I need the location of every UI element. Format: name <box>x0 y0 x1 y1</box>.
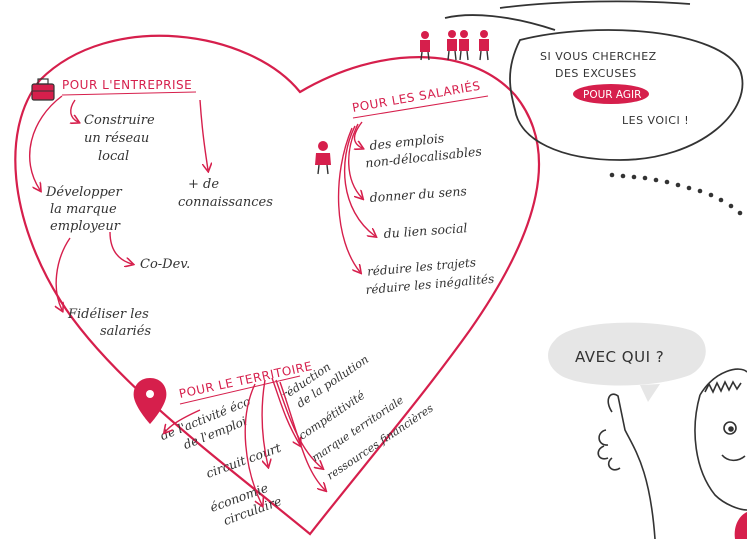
territoire-left-item-2: circuit court <box>204 440 284 481</box>
entreprise-item-1: Construire un réseau local <box>84 113 159 164</box>
bubble-top-line2: DES EXCUSES <box>555 67 637 80</box>
bubble-top-line1: SI VOUS CHERCHEZ <box>540 50 657 63</box>
salaries-item-4: réduire les trajets réduire les inégalit… <box>364 254 495 297</box>
briefcase-icon <box>31 78 55 101</box>
bubble-top-line4: LES VOICI ! <box>622 114 689 127</box>
entreprise-arrows <box>28 95 208 310</box>
entreprise-title: POUR L'ENTREPRISE <box>62 78 192 92</box>
people-group-icon <box>420 30 489 61</box>
salaries-underline <box>352 95 489 119</box>
entreprise-item-5: Fidéliser les salariés <box>67 307 153 339</box>
highlight-pill <box>573 84 649 104</box>
entreprise-item-3: + de connaissances <box>178 177 273 210</box>
salaries-title: POUR LES SALARIÉS <box>351 78 482 115</box>
entreprise-item-4: Co-Dev. <box>140 257 190 272</box>
territoire-left-item-3: économie circulaire <box>208 477 284 531</box>
character-illustration <box>597 368 747 539</box>
location-pin-icon <box>133 378 167 424</box>
bubble-top-highlight: POUR AGIR <box>583 89 641 101</box>
territoire-underline <box>179 375 301 405</box>
speech-bubble-top-lead <box>499 0 691 9</box>
dotted-line <box>609 172 743 216</box>
territoire-arrows <box>165 377 325 505</box>
character-red-shirt <box>734 512 747 539</box>
bubble-bottom-text: AVEC QUI ? <box>575 348 664 366</box>
salaries-arrows <box>337 121 375 272</box>
entreprise-underline <box>61 91 197 96</box>
salaries-item-3: du lien social <box>383 220 468 241</box>
person-icon <box>315 141 331 175</box>
speech-bubble-top-tail <box>444 14 556 31</box>
salaries-item-2: donner du sens <box>369 183 467 205</box>
heart-outline <box>14 34 541 536</box>
speech-bubble-bottom <box>548 322 706 402</box>
entreprise-item-2: Développer la marque employeur <box>45 185 126 234</box>
salaries-item-1: des emplois non-délocalisables <box>363 126 483 170</box>
speech-bubble-top <box>509 29 744 161</box>
